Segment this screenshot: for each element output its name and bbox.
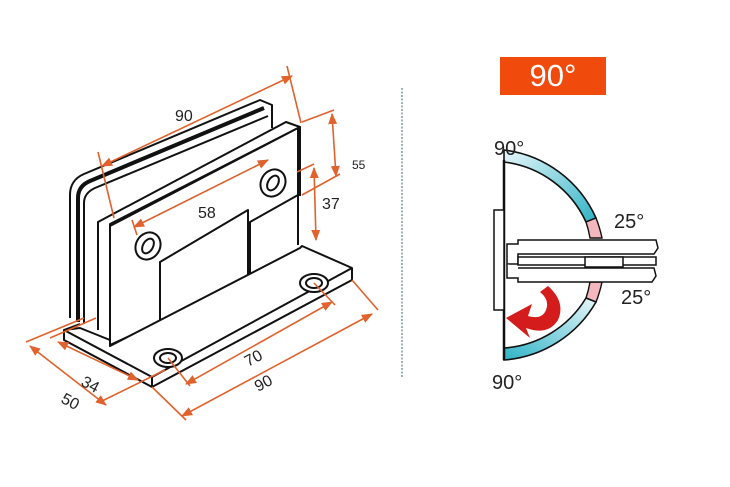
dim-top-90: 90	[175, 108, 193, 125]
angle-badge: 90°	[500, 57, 606, 95]
dim-58: 58	[198, 205, 216, 222]
dimension-lines	[25, 65, 379, 421]
dim-70: 70	[242, 347, 266, 370]
angle-bottom-90: 90°	[492, 372, 522, 394]
angle-top-90: 90°	[494, 138, 524, 160]
dim-bottom-90: 90	[252, 372, 276, 395]
hinge-isometric	[63, 99, 353, 388]
dim-34: 34	[78, 374, 102, 397]
angle-upper-25: 25°	[614, 211, 644, 233]
dim-55: 55	[352, 158, 366, 172]
angle-lower-25: 25°	[621, 287, 651, 309]
dim-37: 37	[322, 196, 340, 213]
dim-50: 50	[58, 391, 82, 414]
rotation-diagram	[493, 149, 659, 361]
